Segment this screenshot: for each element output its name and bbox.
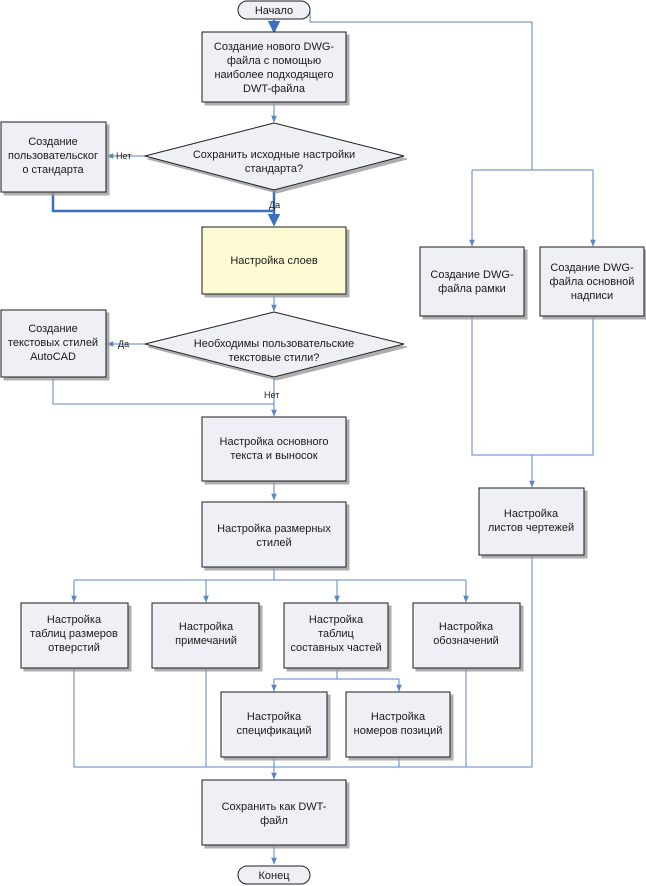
svg-text:Настройка: Настройка xyxy=(504,508,559,520)
svg-text:отверстий: отверстий xyxy=(48,642,100,654)
decision-standard: Сохранить исходные настройки стандарта? xyxy=(143,122,405,191)
svg-text:Настройка: Настройка xyxy=(47,614,102,626)
svg-text:таблиц: таблиц xyxy=(318,628,354,640)
svg-text:стилей: стилей xyxy=(256,537,291,549)
svg-text:Настройка размерных: Настройка размерных xyxy=(217,523,331,535)
connector-frame-titleblock-merge xyxy=(471,316,594,456)
specs-box: Настройка спецификаций xyxy=(220,691,328,758)
end-terminator: Конец xyxy=(237,865,311,885)
svg-text:Настройка: Настройка xyxy=(371,711,426,723)
svg-text:Создание нового DWG-: Создание нового DWG- xyxy=(214,41,335,53)
svg-text:Настройка слоев: Настройка слоев xyxy=(230,255,317,267)
svg-text:файла с помощью: файла с помощью xyxy=(227,55,321,67)
svg-text:AutoCAD: AutoCAD xyxy=(30,351,76,363)
svg-text:Сохранить как DWT-: Сохранить как DWT- xyxy=(222,801,327,813)
notes-box: Настройка примечаний xyxy=(151,602,260,669)
title-block-dwg-box: Создание DWG- файла основной надписи xyxy=(539,246,645,317)
svg-text:пользовательског: пользовательског xyxy=(8,150,98,162)
position-numbers-box: Настройка номеров позиций xyxy=(345,691,451,758)
label-yes-1: Да xyxy=(269,200,280,210)
svg-text:Создание: Создание xyxy=(28,136,78,148)
parts-tables-box: Настройка таблиц составных частей xyxy=(283,602,389,669)
decision-text-styles: Необходимы пользовательские текстовые ст… xyxy=(144,311,405,378)
svg-text:таблиц размеров: таблиц размеров xyxy=(30,628,118,640)
label-no-2: Нет xyxy=(264,390,279,400)
svg-text:Настройка основного: Настройка основного xyxy=(220,436,329,448)
dim-styles-box: Настройка размерных стилей xyxy=(201,501,347,568)
svg-text:надписи: надписи xyxy=(571,290,613,302)
symbols-box: Настройка обозначений xyxy=(412,602,521,669)
main-text-box: Настройка основного текста и выносок xyxy=(201,416,347,482)
start-label: Начало xyxy=(255,5,293,17)
svg-text:файла рамки: файла рамки xyxy=(438,283,506,295)
sheets-box: Настройка листов чертежей xyxy=(478,487,585,556)
connector-textstyles-merge xyxy=(52,378,274,405)
frame-dwg-box: Создание DWG- файла рамки xyxy=(419,246,525,317)
svg-text:текстовые стили?: текстовые стили? xyxy=(229,352,320,364)
layers-box: Настройка слоев xyxy=(201,226,347,295)
connector-bottom-bus xyxy=(73,556,533,768)
svg-text:листов чертежей: листов чертежей xyxy=(488,522,574,534)
svg-text:Настройка: Настройка xyxy=(309,614,364,626)
save-dwt-box: Сохранить как DWT- файл xyxy=(201,779,347,846)
svg-text:Настройка: Настройка xyxy=(247,711,302,723)
svg-text:спецификаций: спецификаций xyxy=(237,725,312,737)
create-dwg-box: Создание нового DWG- файла с помощью наи… xyxy=(201,31,347,103)
svg-text:Создание DWG-: Создание DWG- xyxy=(430,269,514,281)
svg-text:Настройка: Настройка xyxy=(179,621,234,633)
svg-text:Сохранить исходные настройки: Сохранить исходные настройки xyxy=(193,149,355,161)
end-label: Конец xyxy=(258,870,290,882)
svg-text:файла основной: файла основной xyxy=(550,276,635,288)
svg-text:текста и выносок: текста и выносок xyxy=(230,450,317,462)
svg-text:стандарта?: стандарта? xyxy=(245,163,303,175)
connector-custom-merge xyxy=(51,193,274,213)
svg-text:составных частей: составных частей xyxy=(290,642,381,654)
svg-text:Настройка: Настройка xyxy=(439,621,494,633)
svg-text:наиболее подходящего: наиболее подходящего xyxy=(214,69,333,81)
svg-text:номеров позиций: номеров позиций xyxy=(354,725,443,737)
svg-text:Создание: Создание xyxy=(28,323,78,335)
start-terminator: Начало xyxy=(237,0,311,20)
label-yes-2: Да xyxy=(118,339,129,349)
svg-text:Создание DWG-: Создание DWG- xyxy=(550,262,634,274)
svg-text:Необходимы пользовательские: Необходимы пользовательские xyxy=(194,338,354,350)
svg-text:DWT-файла: DWT-файла xyxy=(243,83,306,95)
create-text-styles-box: Создание текстовых стилей AutoCAD xyxy=(0,309,107,378)
hole-tables-box: Настройка таблиц размеров отверстий xyxy=(20,602,129,669)
svg-text:о стандарта: о стандарта xyxy=(22,164,84,176)
label-no-1: Нет xyxy=(116,151,131,161)
custom-standard-box: Создание пользовательског о стандарта xyxy=(0,121,107,193)
connectors xyxy=(51,10,596,865)
svg-text:примечаний: примечаний xyxy=(175,635,237,647)
svg-text:текстовых стилей: текстовых стилей xyxy=(8,337,98,349)
svg-text:файл: файл xyxy=(260,815,288,827)
connector-start-right xyxy=(309,10,533,170)
svg-text:обозначений: обозначений xyxy=(433,635,499,647)
